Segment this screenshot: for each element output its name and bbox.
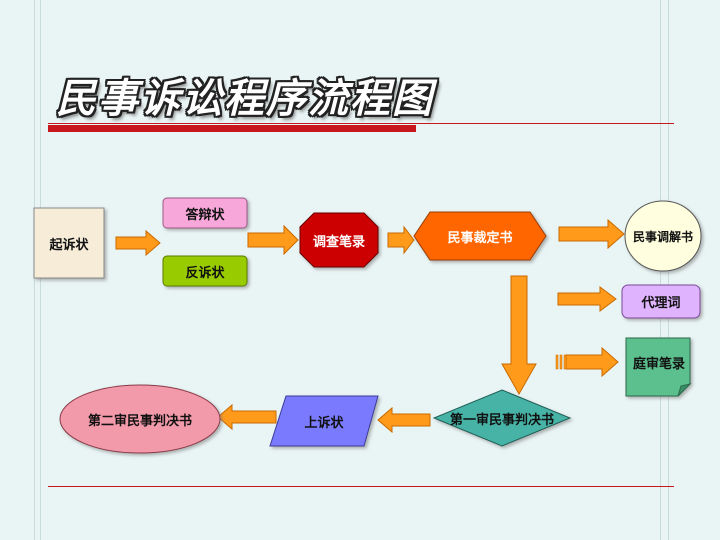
node-qisu: 起诉状 bbox=[49, 237, 89, 253]
node-fansu: 反诉状 bbox=[185, 265, 225, 281]
node-caiding: 民事裁定书 bbox=[447, 230, 513, 246]
arrow-qisu-to-responses bbox=[115, 229, 161, 257]
node-daili-box bbox=[621, 284, 701, 319]
arrow-yishen-to-shangsu bbox=[377, 406, 431, 434]
node-tingshen-fold bbox=[677, 383, 692, 397]
node-fansu-box bbox=[162, 255, 248, 287]
node-tiaojie-shape bbox=[624, 200, 702, 272]
arrow-caiding-to-tiaojie bbox=[558, 218, 625, 250]
arrow-shangsu-to-ershen bbox=[217, 403, 277, 431]
node-daili: 代理词 bbox=[641, 296, 681, 311]
node-tingshen: 庭审笔录 bbox=[632, 356, 685, 372]
title-thin-rule bbox=[48, 123, 674, 124]
bottom-rule bbox=[48, 486, 674, 487]
arrow-responses-to-diaocha bbox=[247, 224, 299, 256]
node-ershen-shape bbox=[59, 384, 221, 454]
node-shangsu-shape bbox=[269, 395, 379, 447]
page-title: 民事诉讼程序流程图 bbox=[56, 76, 434, 122]
arrow-to-tingshen-stripe bbox=[559, 354, 563, 370]
node-caiding-shape bbox=[413, 211, 547, 261]
arrow-to-tingshen-stripe bbox=[555, 354, 559, 370]
arrow-to-tingshen-stripe bbox=[563, 354, 567, 370]
title-underline bbox=[48, 125, 416, 132]
arrow-to-tingshen bbox=[565, 346, 619, 378]
node-diaocha: 调查笔录 bbox=[312, 234, 365, 250]
node-tiaojie: 民事调解书 bbox=[632, 229, 693, 244]
arrow-to-daili bbox=[557, 286, 617, 312]
node-qisu-box bbox=[33, 207, 105, 279]
arrow-down-to-yishen bbox=[501, 275, 537, 396]
node-shangsu: 上诉状 bbox=[304, 415, 344, 431]
node-yishen: 第一审民事判决书 bbox=[449, 412, 554, 428]
arrow-diaocha-to-caiding bbox=[387, 225, 415, 255]
node-diaocha-shape bbox=[299, 212, 379, 268]
node-yishen-shape bbox=[432, 389, 572, 447]
node-dabian: 答辩状 bbox=[185, 207, 225, 223]
node-ershen: 第二审民事判决书 bbox=[87, 413, 192, 429]
node-dabian-box bbox=[162, 197, 248, 229]
